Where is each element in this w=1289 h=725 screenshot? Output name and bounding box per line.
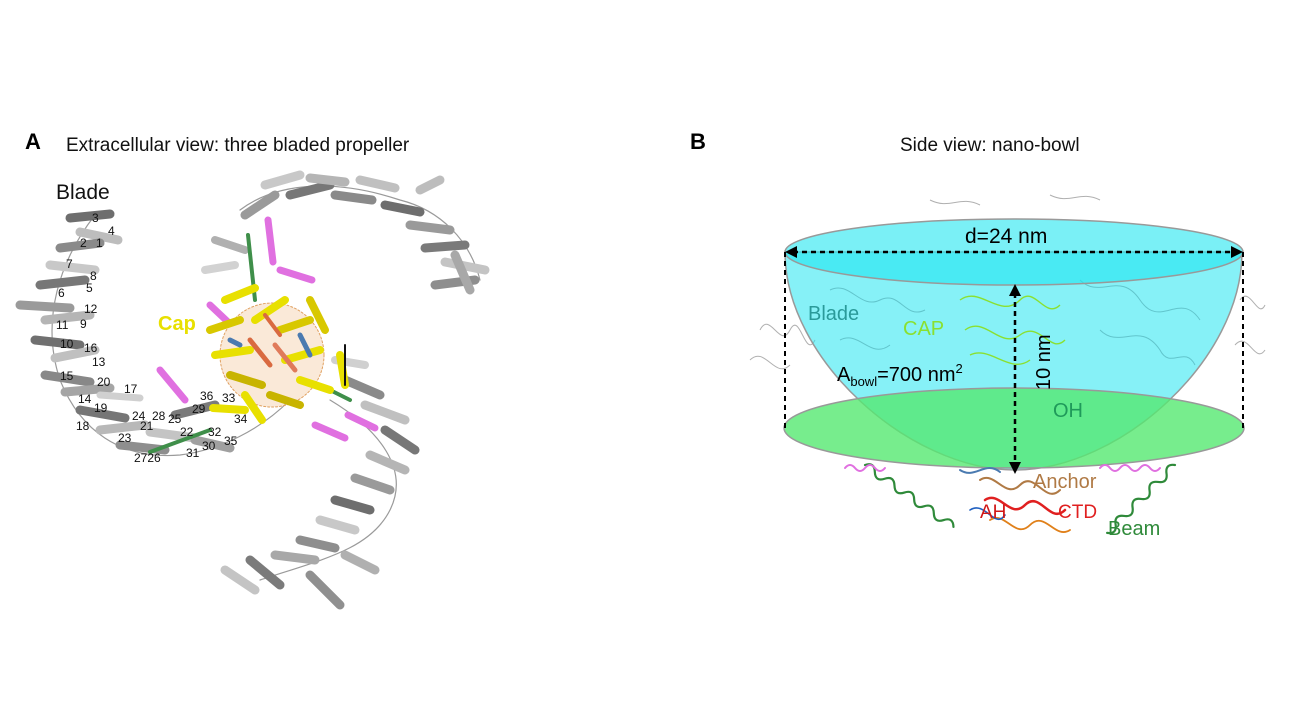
- helix-number-4: 4: [108, 224, 115, 238]
- depth-label: 10 nm: [1033, 334, 1055, 390]
- blade-arm-left: [15, 209, 235, 455]
- area-label-value: =700 nm: [877, 364, 955, 386]
- helix-number-36: 36: [200, 389, 214, 403]
- helix-number-18: 18: [76, 419, 90, 433]
- area-label: Abowl=700 nm2: [837, 361, 963, 389]
- diameter-arrow: [785, 246, 1243, 258]
- helix-number-12: 12: [84, 302, 98, 316]
- bowl-cap-structure: [959, 295, 1066, 365]
- helix-number-29: 29: [192, 402, 206, 416]
- helix-number-22: 22: [180, 425, 194, 439]
- cap-cluster: [206, 284, 349, 424]
- helix-number-9: 9: [80, 317, 87, 331]
- helix-number-35: 35: [224, 434, 238, 448]
- area-label-sub: bowl: [850, 374, 877, 389]
- helix-number-11: 11: [56, 318, 69, 332]
- helix-number-15: 15: [60, 369, 74, 383]
- helix-number-28: 28: [152, 409, 166, 423]
- helix-number-6: 6: [58, 286, 65, 300]
- oh-label: OH: [1053, 400, 1083, 422]
- helix-number-5: 5: [86, 281, 93, 295]
- beam-label: Beam: [1108, 518, 1160, 540]
- depth-arrow: [1009, 284, 1021, 474]
- helix-number-8: 8: [90, 269, 97, 283]
- helix-number-10: 10: [60, 337, 74, 351]
- helix-number-20: 20: [97, 375, 111, 389]
- propeller-structure: [15, 170, 490, 610]
- helix-number-24: 24: [132, 409, 146, 423]
- panel-b-cap-label: CAP: [903, 318, 944, 340]
- panel-a: A Extracellular view: three bladed prope…: [15, 129, 490, 610]
- panel-b: B Side view: nano-bowl: [690, 129, 1266, 540]
- helix-number-17: 17: [124, 382, 138, 396]
- panel-a-letter: A: [25, 129, 41, 154]
- blade-arm-bottom: [220, 356, 420, 610]
- helix-number-34: 34: [234, 412, 248, 426]
- panel-b-blade-label: Blade: [808, 303, 859, 325]
- helix-number-7: 7: [66, 257, 73, 271]
- helix-number-2: 2: [80, 236, 87, 250]
- panel-a-blade-label: Blade: [56, 181, 110, 204]
- panel-b-letter: B: [690, 129, 706, 154]
- pink-helices: [156, 216, 379, 442]
- beam-right-coil: [1106, 463, 1177, 535]
- bowl-texture: [829, 279, 1201, 366]
- helix-number-3: 3: [92, 211, 99, 225]
- side-view-structure: [749, 194, 1266, 370]
- bottom-structure: [844, 463, 1177, 535]
- ah-label: AH: [980, 502, 1006, 523]
- helix-number-23: 23: [118, 431, 132, 445]
- panel-b-title: Side view: nano-bowl: [900, 135, 1080, 156]
- area-label-sup: 2: [955, 361, 962, 376]
- helix-number-14: 14: [78, 392, 92, 406]
- helix-number-2726: 2726: [134, 451, 161, 465]
- beam-left-coil: [863, 463, 955, 529]
- helix-number-13: 13: [92, 355, 106, 369]
- helix-number-32: 32: [208, 425, 222, 439]
- panel-a-cap-label: Cap: [158, 313, 196, 335]
- helix-number-30: 30: [202, 439, 216, 453]
- blade-arm-top: [201, 170, 490, 295]
- helix-number-19: 19: [94, 401, 108, 415]
- area-label-main: A: [837, 364, 851, 386]
- helix-number-16: 16: [84, 341, 98, 355]
- helix-number-25: 25: [168, 412, 182, 426]
- helix-number-1: 1: [96, 236, 103, 250]
- helix-number-31: 31: [186, 446, 200, 460]
- anchor-label: Anchor: [1033, 471, 1097, 493]
- panel-a-title: Extracellular view: three bladed propell…: [66, 135, 410, 156]
- diameter-label: d=24 nm: [965, 225, 1047, 248]
- helix-number-33: 33: [222, 391, 236, 405]
- helix-number-21: 21: [140, 419, 154, 433]
- ctd-label: CTD: [1058, 502, 1097, 523]
